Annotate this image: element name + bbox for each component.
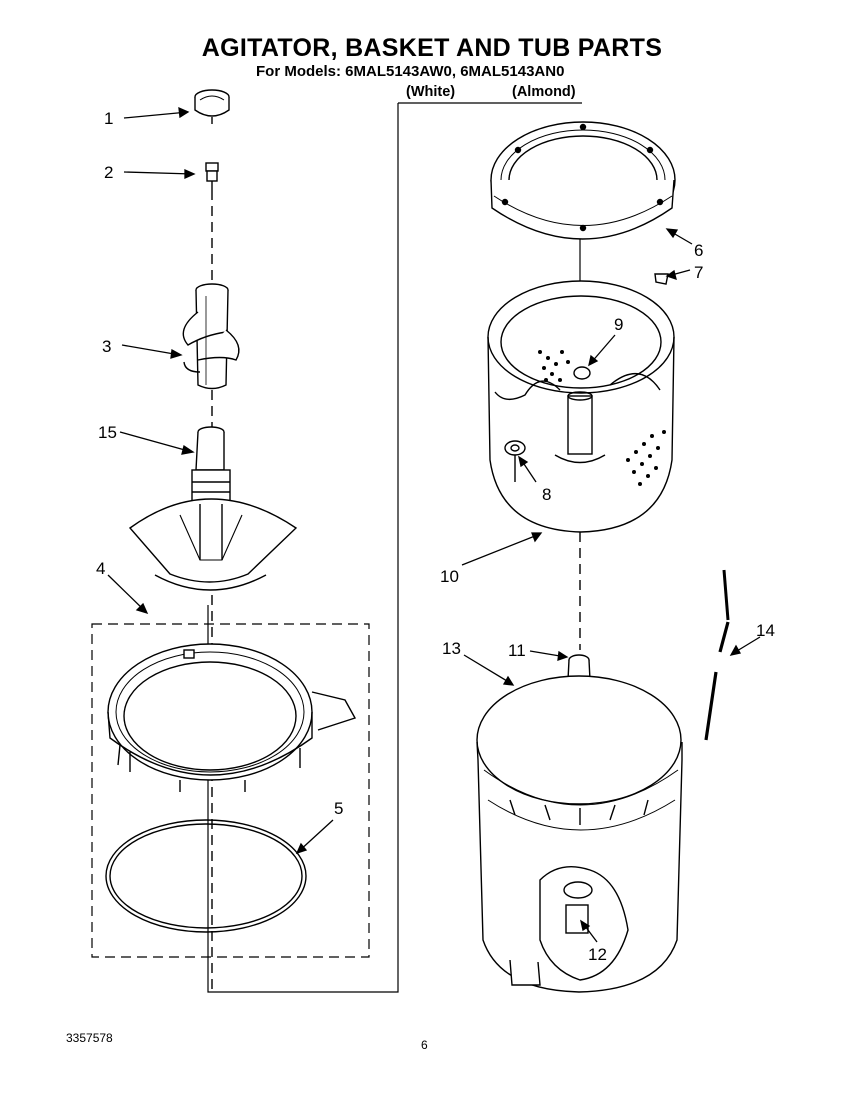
connector-frame-line [207, 103, 399, 993]
callout-15: 15 [98, 423, 117, 442]
hose-part [704, 569, 730, 741]
callout-labels: 1 2 3 15 4 5 6 7 9 8 10 13 11 14 12 [96, 109, 775, 964]
callout-3: 3 [102, 337, 111, 356]
agitator-base-part [128, 426, 298, 591]
balance-ring-part [490, 121, 676, 240]
callout-8: 8 [542, 485, 551, 504]
document-number: 3357578 [66, 1031, 113, 1045]
clip-part [654, 273, 669, 285]
callout-7: 7 [694, 263, 703, 282]
agitator-barrel-part [182, 283, 240, 390]
page-title: AGITATOR, BASKET AND TUB PARTS [201, 34, 663, 62]
callout-9: 9 [614, 315, 623, 334]
callout-11: 11 [508, 641, 526, 660]
callout-5: 5 [334, 799, 343, 818]
callout-12: 12 [588, 945, 607, 964]
snap-ring-part [105, 819, 307, 933]
callout-2: 2 [104, 163, 113, 182]
agitator-cap-part [194, 89, 230, 124]
models-line: For Models: 6MAL5143AW0, 6MAL5143AN0 [256, 63, 565, 80]
tub-part [476, 675, 683, 993]
nut-part [573, 366, 591, 380]
callout-13: 13 [442, 639, 461, 658]
callout-4: 4 [96, 559, 105, 578]
leader-arrows [107, 106, 761, 943]
basket-part [487, 280, 675, 533]
agitator-bolt-part [205, 162, 219, 190]
callout-10: 10 [440, 567, 459, 586]
callout-6: 6 [694, 241, 703, 260]
model-color-almond: (Almond) [512, 84, 576, 100]
callout-14: 14 [756, 621, 775, 640]
basket-ring-part [107, 643, 357, 792]
model-color-white: (White) [406, 84, 456, 100]
page-number: 6 [421, 1038, 428, 1052]
seal-part [504, 440, 526, 482]
callout-1: 1 [104, 109, 113, 128]
